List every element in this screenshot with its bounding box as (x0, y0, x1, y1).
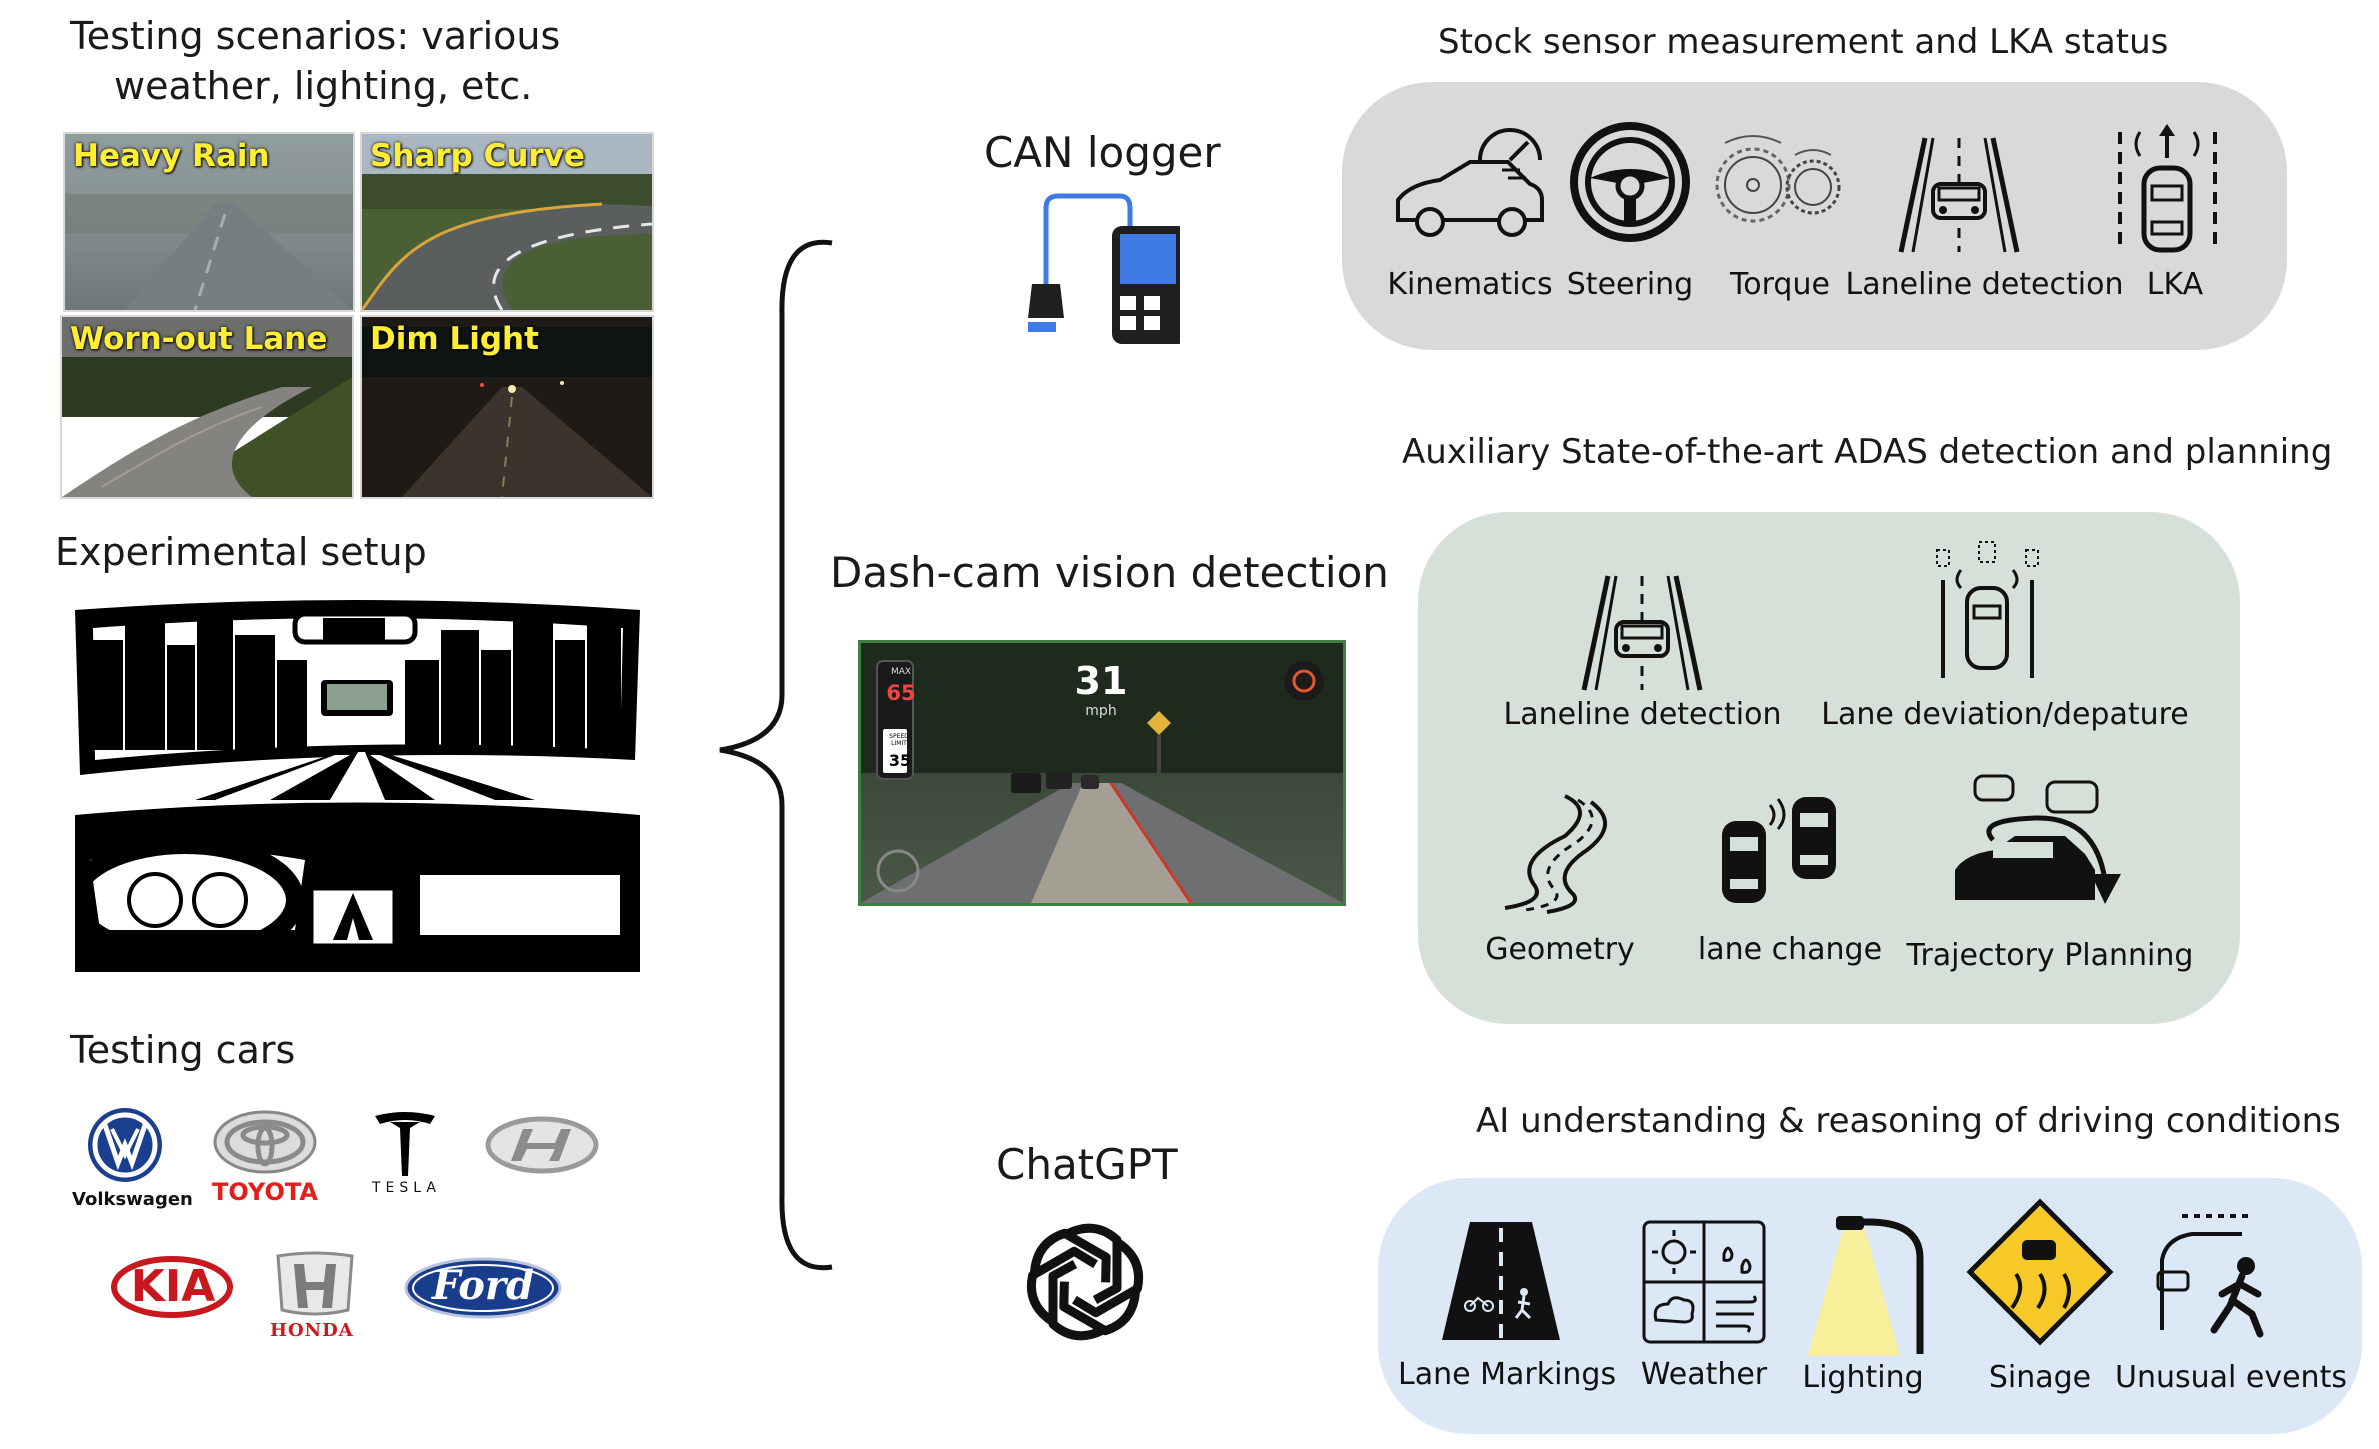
hyundai-logo (485, 1115, 600, 1175)
chatgpt-logo-icon (1015, 1212, 1155, 1352)
honda-wordmark: HONDA (270, 1320, 354, 1341)
car-interior-illustration (75, 600, 640, 972)
aux-title: Auxiliary State-of-the-art ADAS detectio… (1402, 432, 2333, 472)
curly-brace (710, 235, 840, 1275)
can-logger-icon (1020, 188, 1180, 344)
ai-label-unusual-events: Unusual events (2115, 1360, 2347, 1395)
honda-logo: HONDA (270, 1250, 380, 1350)
lane-car-icon (1578, 568, 1708, 693)
cars-title: Testing cars (70, 1028, 296, 1072)
road-curve-icon (1495, 790, 1620, 915)
stock-title: Stock sensor measurement and LKA status (1438, 22, 2169, 62)
scenario-label: Heavy Rain (73, 138, 270, 174)
dashcam-max-value: 65 (886, 681, 916, 705)
lane-keep-icon (2110, 122, 2225, 257)
ford-wordmark: Ford (432, 1262, 534, 1309)
kia-wordmark: KIA (130, 1261, 216, 1312)
slippery-road-sign-icon (1966, 1198, 2114, 1346)
dashcam-screenshot: MAX 65 SPEED LIMIT 35 31 mph (858, 640, 1346, 906)
scenario-label: Dim Light (370, 321, 539, 357)
scenarios-title-line1: Testing scenarios: various (70, 14, 561, 58)
scenarios-title-line2: weather, lighting, etc. (114, 64, 533, 108)
ford-logo: Ford (403, 1256, 563, 1320)
ai-label-weather: Weather (1640, 1357, 1768, 1392)
steering-wheel-icon (1568, 120, 1693, 245)
dashcam-max-label: MAX (890, 667, 912, 677)
weather-grid-icon (1642, 1220, 1766, 1344)
ai-label-sinage: Sinage (1988, 1360, 2092, 1395)
volkswagen-wordmark: Volkswagen (72, 1189, 193, 1210)
dashcam-speed-unit: mph (1085, 703, 1117, 719)
lane-markings-icon (1440, 1220, 1562, 1342)
pedestrian-car-icon (2152, 1210, 2292, 1345)
stock-label-laneline: Laneline detection (1845, 267, 2124, 302)
tesla-logo: TESLA (370, 1108, 450, 1208)
can-logger-label: CAN logger (984, 128, 1221, 177)
stock-label-lka: LKA (2146, 267, 2204, 302)
stock-label-torque: Torque (1730, 267, 1830, 302)
lane-deviation-icon (1935, 540, 2040, 680)
scenario-sharp-curve-photo: Sharp Curve (360, 132, 654, 312)
scenario-label: Worn-out Lane (70, 321, 328, 357)
scenario-label: Sharp Curve (370, 138, 585, 174)
toyota-logo: TOYOTA (210, 1110, 330, 1210)
aux-label-trajectory: Trajectory Planning (1906, 938, 2194, 973)
tesla-wordmark: TESLA (372, 1180, 441, 1196)
setup-title: Experimental setup (55, 530, 427, 574)
scenario-worn-lane-photo: Worn-out Lane (60, 315, 354, 499)
stock-label-kinematics: Kinematics (1387, 267, 1553, 302)
dashcam-speed: 31 (1074, 659, 1128, 703)
stock-label-steering: Steering (1566, 267, 1694, 302)
car-speedometer-icon (1390, 120, 1550, 240)
aux-label-lane-change: lane change (1697, 932, 1883, 967)
aux-panel (1418, 512, 2240, 1024)
scenario-heavy-rain-photo: Heavy Rain (63, 132, 355, 312)
lane-car-icon (1895, 130, 2025, 255)
aux-label-geometry: Geometry (1485, 932, 1635, 967)
dashcam-limit-label: SPEED LIMIT (889, 733, 909, 747)
gears-icon (1705, 125, 1845, 235)
scenario-dim-light-photo: Dim Light (360, 315, 654, 499)
ai-label-lighting: Lighting (1802, 1360, 1924, 1395)
dashcam-limit-value: 35 (888, 751, 912, 770)
dashcam-label: Dash-cam vision detection (830, 548, 1389, 597)
aux-label-deviation: Lane deviation/depature (1821, 697, 2189, 732)
trajectory-icon (1945, 770, 2135, 910)
ai-title: AI understanding & reasoning of driving … (1476, 1101, 2341, 1141)
kia-logo: KIA (110, 1255, 235, 1320)
aux-label-laneline: Laneline detection (1503, 697, 1782, 732)
chatgpt-label: ChatGPT (996, 1140, 1178, 1189)
volkswagen-logo: Volkswagen (70, 1105, 193, 1217)
street-lamp-icon (1808, 1208, 1928, 1356)
toyota-wordmark: TOYOTA (212, 1178, 318, 1206)
lane-change-icon (1712, 785, 1847, 910)
ai-label-lane-markings: Lane Markings (1398, 1357, 1617, 1392)
